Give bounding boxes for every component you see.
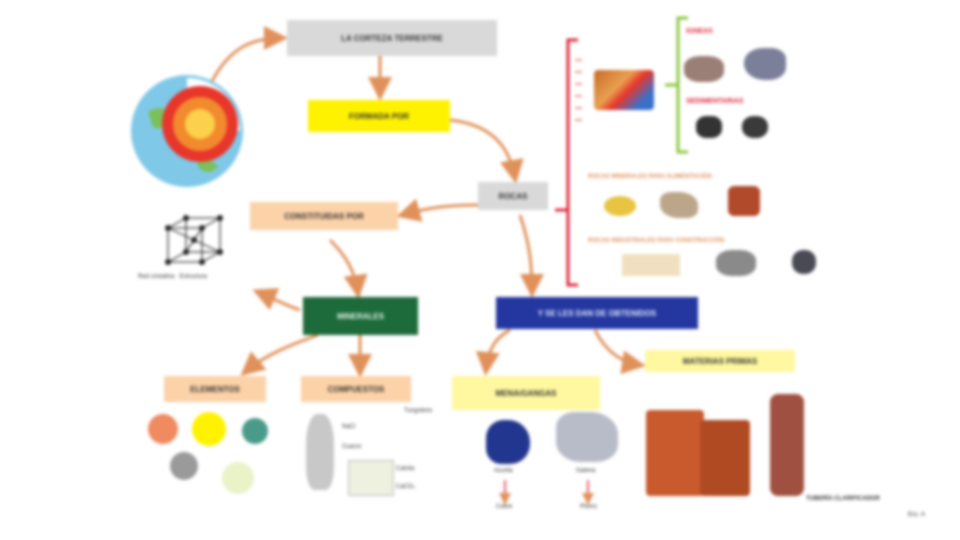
brick-icon — [646, 410, 704, 496]
compound-label-4: CaCO₃ — [396, 484, 415, 490]
mineral-sample-icon — [348, 460, 394, 496]
node-corteza: LA CORTEZA TERRESTRE — [287, 20, 497, 56]
node-constituidas-por: CONSTITUIDAS POR — [250, 202, 398, 230]
node-rocas: ROCAS — [478, 182, 548, 210]
rock-sample-icon — [792, 250, 816, 274]
arrow-rocas-to-uso — [520, 215, 532, 292]
rock-sample-icon — [696, 116, 722, 138]
rock-sample-icon — [622, 254, 680, 276]
sedimentarias-title: SEDIMENTARIAS — [686, 98, 743, 105]
element-sample-icon — [192, 412, 226, 446]
rock-sample-icon — [742, 116, 768, 138]
mineral-sample-icon — [306, 414, 334, 490]
element-sample-icon — [170, 452, 198, 480]
arrow-minerales-to-elementos — [245, 335, 318, 372]
brick-icon — [700, 420, 750, 496]
pipe-icon — [770, 394, 804, 496]
earth-layers-icon — [128, 72, 246, 190]
mineral-label-1: Azurita — [494, 468, 513, 474]
arrow-uso-to-materias — [595, 330, 640, 365]
mineral-sample-icon — [604, 196, 636, 216]
node-uso: Y SE LES DAN DE OBTENIDOS — [496, 297, 698, 329]
rock-group-2: ROCAS INDUSTRIALES PARA CONSTRUCCIÓN — [588, 238, 724, 244]
mineral-sample-icon — [486, 420, 530, 464]
bottom-right-caption-2: Esc. A — [908, 512, 925, 518]
compound-label-1: NaCl — [342, 424, 355, 430]
rock-sample-icon — [744, 48, 786, 80]
lattice-caption: Red cristalina · Estructura — [138, 274, 207, 280]
rock-layers-icon — [594, 70, 654, 110]
product-label-2: Plomo — [580, 504, 597, 510]
node-elementos: ELEMENTOS — [164, 376, 266, 402]
compound-label-2: Cuarzo — [342, 444, 361, 450]
bracket-ticks — [575, 60, 582, 120]
rock-sample-icon — [728, 186, 760, 216]
rock-sample-icon — [716, 250, 756, 276]
crystal-lattice-icon — [160, 214, 230, 270]
igneous-bracket — [665, 18, 688, 152]
element-sample-icon — [222, 462, 254, 494]
mineral-label-2: Galena — [576, 468, 595, 474]
arrow-formada-to-rocas — [450, 120, 515, 178]
node-menas: MENA/GANGAS — [452, 376, 600, 410]
mineral-sample-icon — [556, 412, 618, 462]
compound-label-3: Calcita — [396, 466, 414, 472]
arrow-constituidas-to-minerales — [330, 240, 358, 293]
rock-sample-icon — [684, 56, 724, 82]
node-compuestos: COMPUESTOS — [301, 376, 411, 402]
arrow-uso-to-menas — [486, 330, 510, 370]
element-sample-icon — [242, 418, 268, 444]
product-label-1: Cobre — [496, 504, 512, 510]
rocks-bracket — [555, 40, 578, 285]
node-minerales: MINERALES — [303, 297, 418, 335]
bottom-right-caption: TUBERÍA CLARIFICADOR — [806, 496, 880, 502]
node-formada-por: FORMADA POR — [308, 100, 450, 132]
node-materias-primas: MATERIAS PRIMAS — [645, 350, 795, 372]
extra-label: Tungsteno — [404, 408, 432, 414]
igneas-title: IGNEAS — [686, 28, 713, 35]
arrow-minerales-to-lattice — [258, 292, 300, 310]
rock-sample-icon — [660, 192, 698, 218]
arrow-rocas-to-constituidas — [402, 205, 478, 215]
rock-group-1: ROCAS MINERALES PARA ALIMENTACIÓN — [588, 174, 712, 180]
element-sample-icon — [148, 414, 178, 444]
